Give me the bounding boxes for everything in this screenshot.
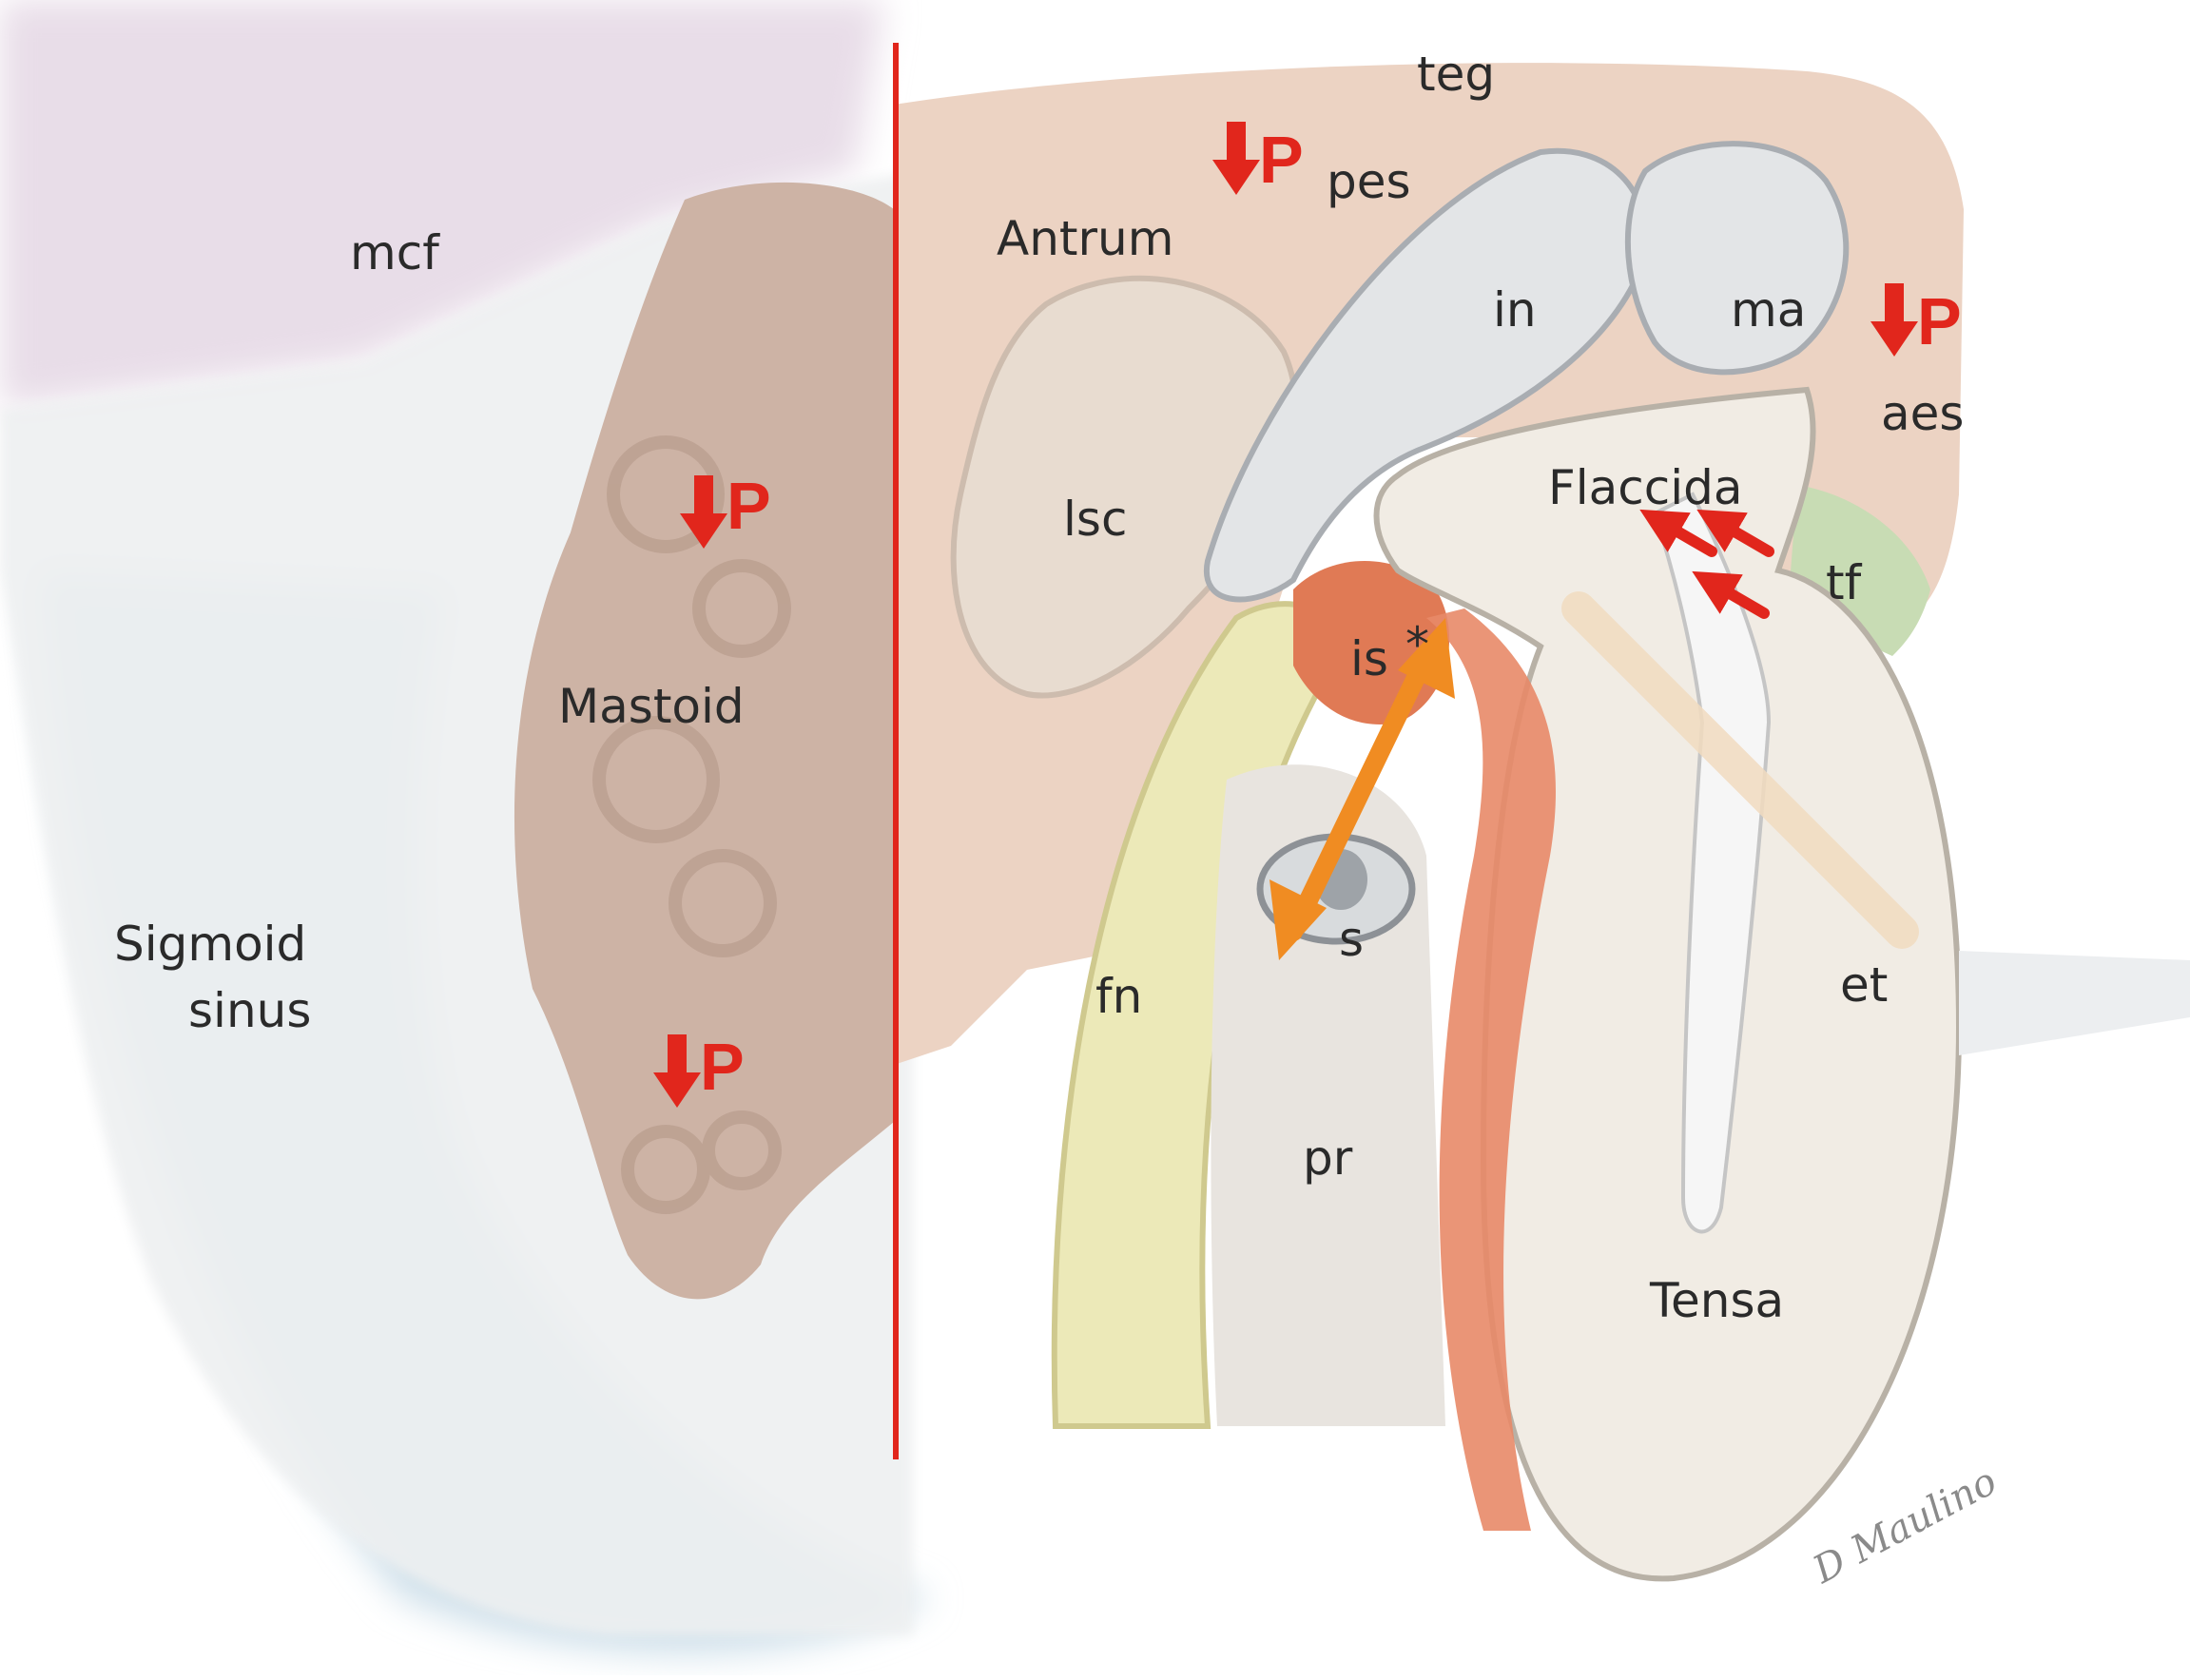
pressure-marker-mastoid-lower: P bbox=[653, 1030, 745, 1108]
flaccida-retraction-arrows bbox=[1639, 509, 1774, 619]
pressure-label: P bbox=[700, 1030, 745, 1104]
tympanic-membrane bbox=[1373, 386, 1963, 1582]
label-pr: pr bbox=[1303, 1130, 1353, 1186]
middle-cranial-fossa-region bbox=[0, 0, 884, 409]
label-antrum: Antrum bbox=[997, 211, 1173, 266]
annulus-rim bbox=[1426, 608, 1556, 1531]
pressure-label: P bbox=[1917, 284, 1962, 358]
down-arrow-icon bbox=[1870, 283, 1918, 357]
pressure-label: P bbox=[1259, 123, 1304, 197]
label-mastoid: Mastoid bbox=[558, 679, 745, 734]
down-arrow-icon bbox=[680, 475, 727, 549]
label-in: in bbox=[1493, 282, 1537, 338]
pressure-marker-mastoid-upper: P bbox=[680, 469, 771, 549]
incus-body bbox=[1203, 147, 1650, 603]
label-mcf: mcf bbox=[350, 225, 440, 280]
pressure-marker-aes: P bbox=[1870, 283, 1962, 358]
red-small-arrow-2 bbox=[1696, 509, 1774, 557]
pressure-label: P bbox=[727, 469, 771, 543]
label-et: et bbox=[1840, 957, 1888, 1013]
label-asterisk: * bbox=[1405, 617, 1429, 672]
label-aes: aes bbox=[1881, 386, 1964, 441]
label-flaccida: Flaccida bbox=[1548, 460, 1743, 515]
label-is: is bbox=[1350, 631, 1388, 686]
label-s: s bbox=[1339, 912, 1364, 967]
eustachian-tube bbox=[1959, 951, 2190, 1055]
anatomical-labels: mcf teg pes Antrum in ma aes lsc Flaccid… bbox=[114, 47, 1964, 1328]
orange-double-arrow bbox=[1269, 618, 1455, 960]
chorda-tympani bbox=[1561, 591, 1919, 949]
label-lsc: lsc bbox=[1063, 492, 1127, 547]
red-small-arrow-3 bbox=[1692, 570, 1770, 619]
pressure-marker-pes: P bbox=[1212, 122, 1304, 197]
label-sigmoid-line1: Sigmoid bbox=[114, 917, 306, 972]
orange-arrowhead-bottom bbox=[1269, 879, 1327, 960]
label-tf: tf bbox=[1826, 555, 1863, 610]
label-tensa: Tensa bbox=[1649, 1273, 1784, 1328]
label-teg: teg bbox=[1417, 47, 1495, 102]
label-ma: ma bbox=[1731, 282, 1806, 338]
label-fn: fn bbox=[1095, 969, 1142, 1024]
lateral-semicircular-canal bbox=[950, 275, 1299, 699]
label-pes: pes bbox=[1327, 154, 1411, 209]
label-sigmoid-line2: sinus bbox=[188, 983, 311, 1038]
mastoid-air-cells bbox=[592, 435, 791, 1214]
down-arrow-icon bbox=[653, 1034, 701, 1108]
orange-arrowhead-top bbox=[1398, 618, 1455, 699]
down-arrow-icon bbox=[1212, 122, 1260, 195]
malleus-head bbox=[1624, 141, 1850, 376]
